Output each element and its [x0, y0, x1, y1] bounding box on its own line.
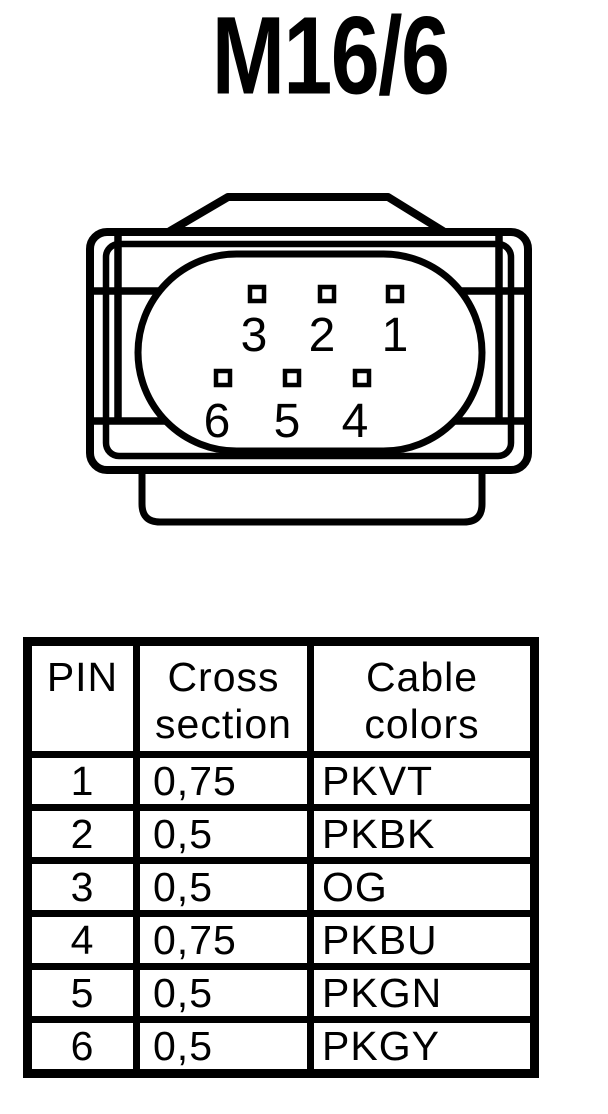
- cell-cross_section: 0,5: [133, 804, 314, 864]
- cell-cable_color: PKGN: [307, 963, 538, 1023]
- cell-cross_section: 0,75: [133, 910, 314, 970]
- header-cross-section: Cross section: [133, 638, 314, 758]
- cell-cable_color: PKVT: [307, 751, 538, 811]
- pin-label-2: 2: [309, 309, 336, 362]
- pin-label-1: 1: [382, 309, 409, 362]
- pin-label-6: 6: [204, 395, 231, 448]
- pin-label-3: 3: [241, 309, 268, 362]
- page-title: M16/6: [211, 0, 450, 118]
- table-header-row: PIN Cross section Cable colors: [24, 638, 538, 758]
- pin-label-4: 4: [342, 395, 369, 448]
- pin-label-5: 5: [274, 395, 301, 448]
- cell-pin: 6: [24, 1016, 140, 1077]
- cell-pin: 4: [24, 910, 140, 970]
- header-pin: PIN: [24, 638, 140, 758]
- connector-inner-housing: [102, 240, 515, 460]
- cell-cross_section: 0,5: [133, 963, 314, 1023]
- pin-square-2: [317, 284, 337, 304]
- connector-bottom-tab: [138, 464, 486, 526]
- pin-square-3: [247, 284, 267, 304]
- cell-cable_color: PKGY: [307, 1016, 538, 1077]
- cell-cross_section: 0,5: [133, 1016, 314, 1077]
- cell-cable_color: PKBU: [307, 910, 538, 970]
- connector-key-trapezoid: [166, 193, 447, 235]
- pin-square-5: [282, 368, 302, 388]
- cell-cable_color: PKBK: [307, 804, 538, 864]
- connector-diagram: 3 2 1 6 5 4: [86, 193, 532, 526]
- cell-pin: 3: [24, 857, 140, 917]
- pin-square-4: [352, 368, 372, 388]
- cell-cross_section: 0,5: [133, 857, 314, 917]
- cell-pin: 2: [24, 804, 140, 864]
- pin-square-6: [213, 368, 233, 388]
- cell-pin: 1: [24, 751, 140, 811]
- pin-square-1: [385, 284, 405, 304]
- header-cable-colors: Cable colors: [307, 638, 538, 758]
- cell-pin: 5: [24, 963, 140, 1023]
- cell-cable_color: OG: [307, 857, 538, 917]
- cell-cross_section: 0,75: [133, 751, 314, 811]
